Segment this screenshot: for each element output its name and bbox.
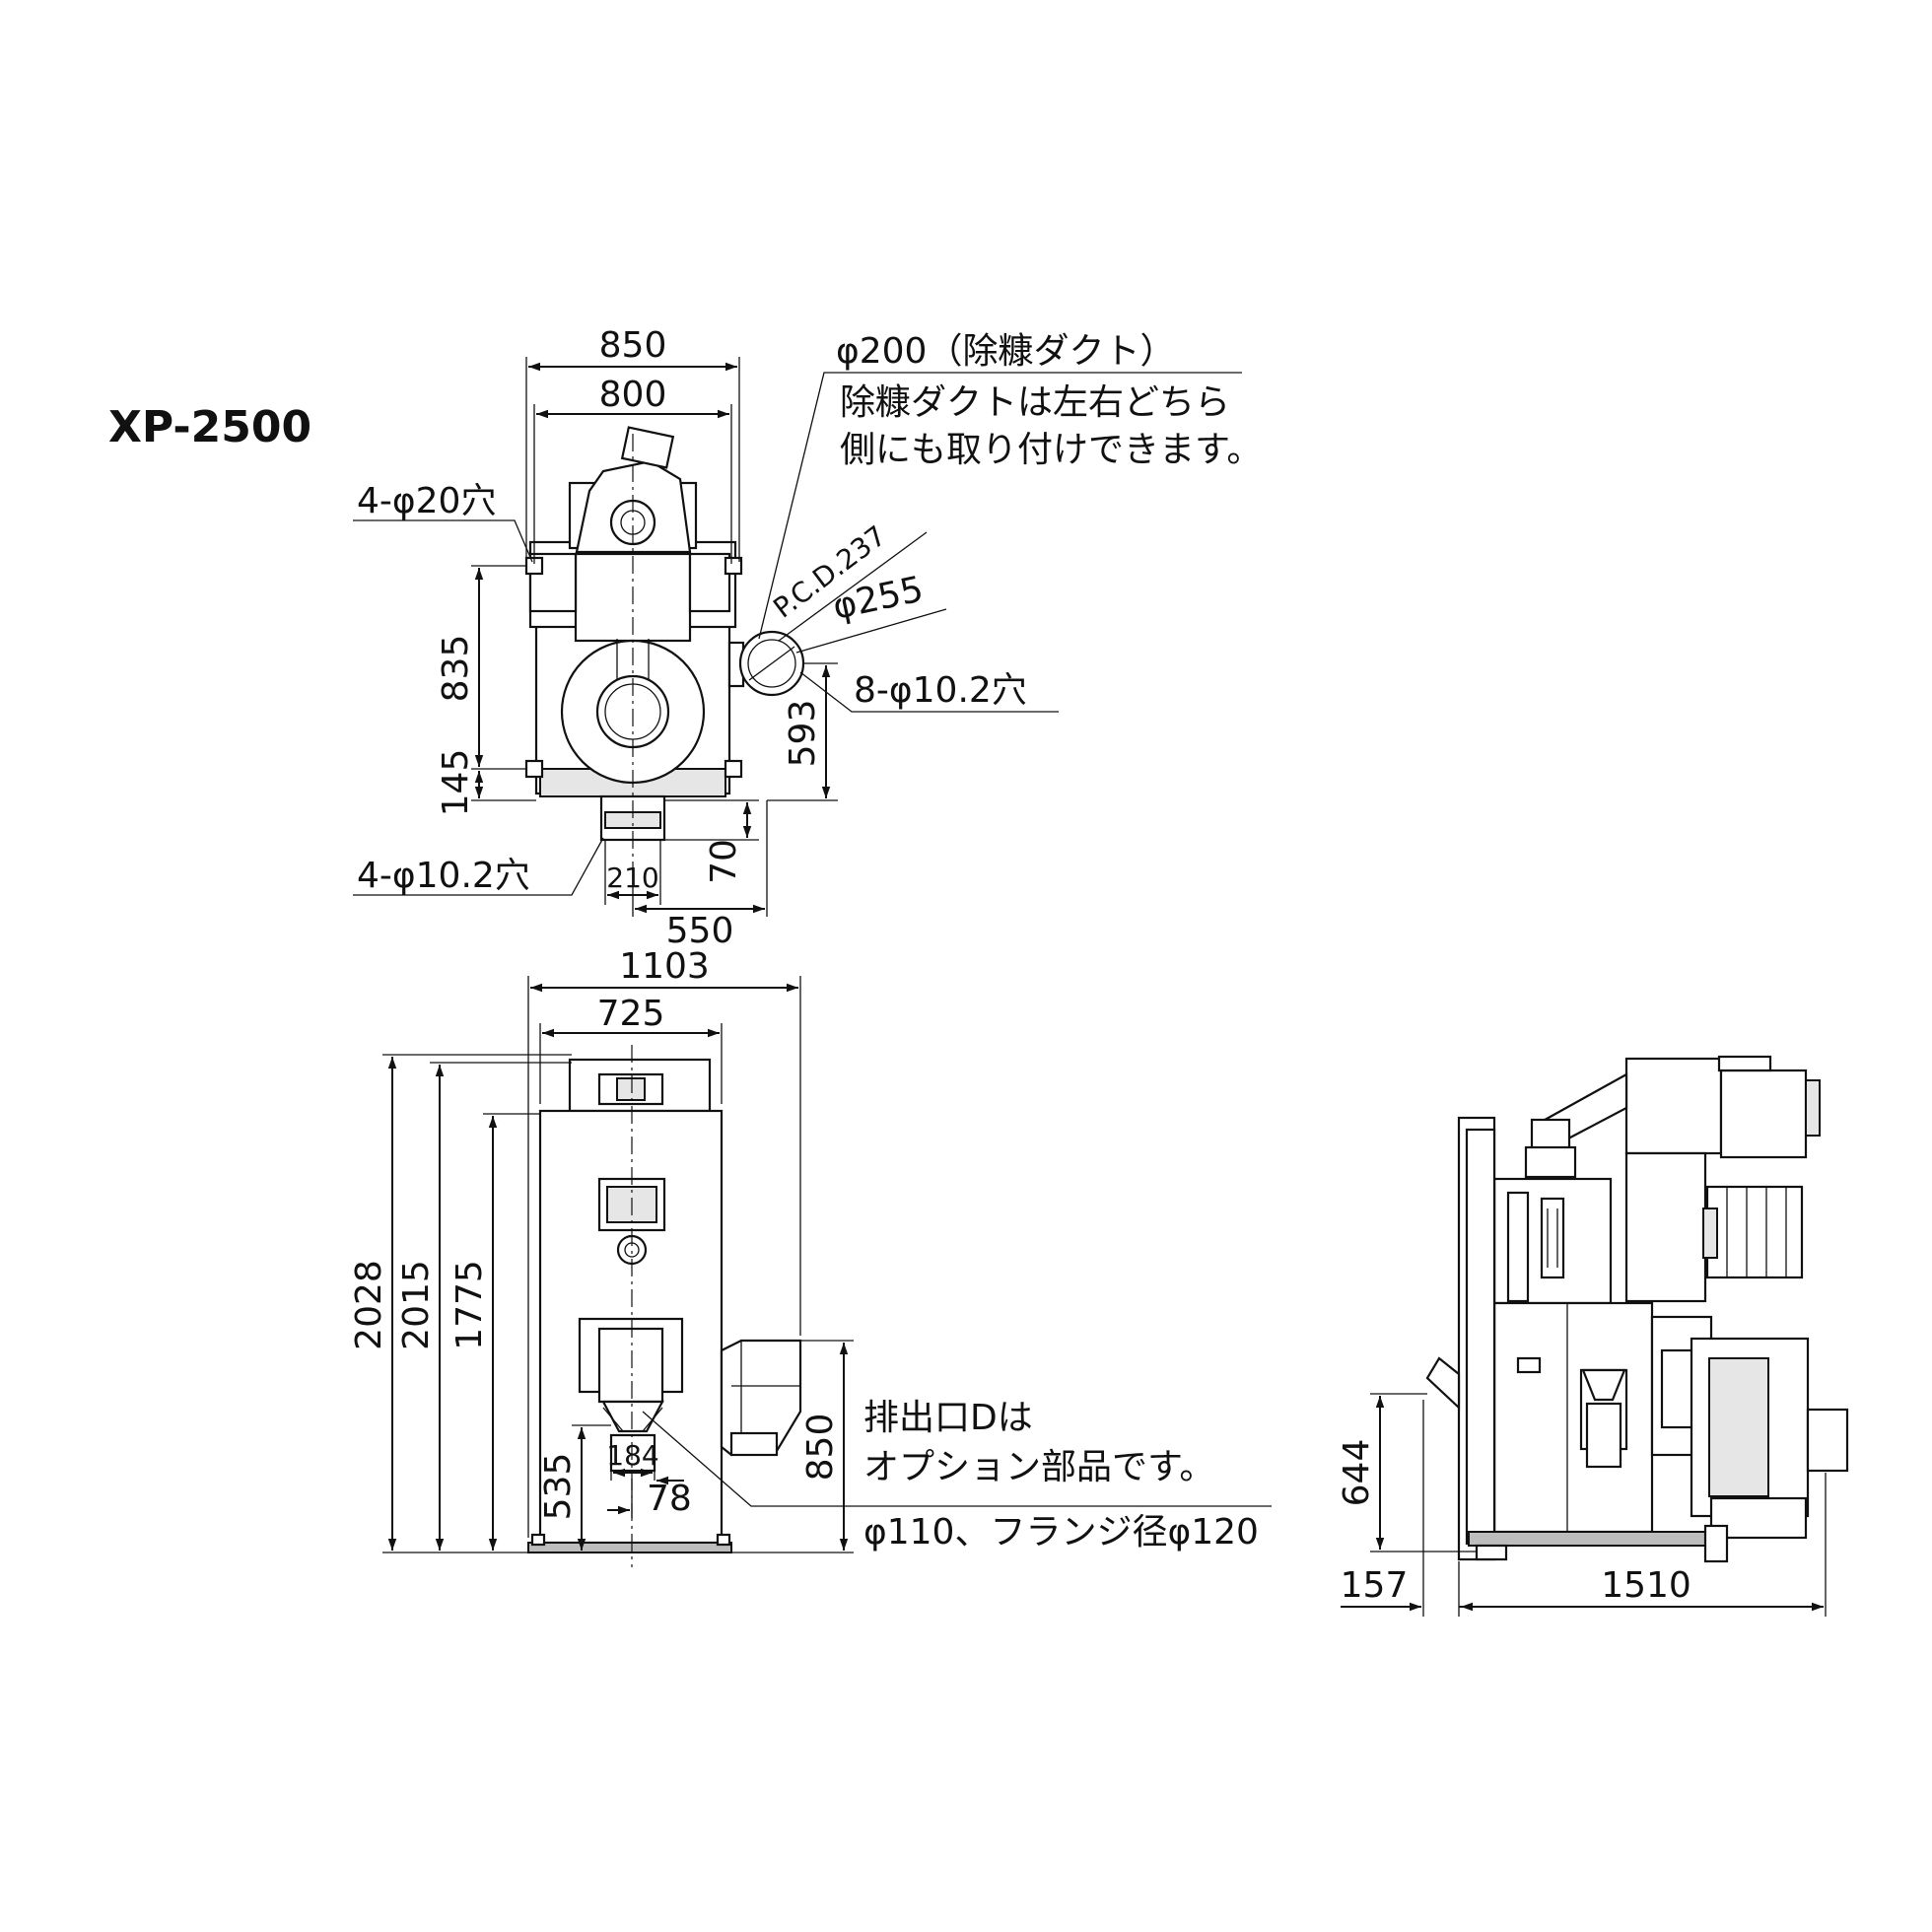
label-flange-holes: 8-φ10.2穴	[854, 670, 1027, 711]
dim-side-height-644: 644	[1337, 1439, 1377, 1507]
dim-height-2015: 2015	[396, 1260, 437, 1350]
label-outlet-holes: 4-φ10.2穴	[357, 856, 530, 896]
dim-height-1775: 1775	[449, 1260, 490, 1350]
label-outlet-note-line1: 排出口Dは	[863, 1398, 1033, 1438]
label-duct-spec: φ200（除糠ダクト）	[836, 331, 1175, 372]
dim-outlet-depth-550: 550	[666, 911, 734, 951]
dim-duct-height-850: 850	[800, 1414, 841, 1482]
dim-width-850: 850	[599, 325, 667, 366]
side-view: 644 157 1510	[1337, 1055, 1849, 1617]
label-duct-note-line2: 側にも取り付けできます。	[840, 430, 1262, 470]
label-mount-holes: 4-φ20穴	[357, 481, 496, 521]
dim-outlet-height-535: 535	[538, 1453, 579, 1521]
dim-height-2028: 2028	[349, 1260, 389, 1350]
dim-width-800: 800	[599, 375, 667, 415]
model-label: XP-2500	[108, 402, 311, 452]
dim-outlet-offset-78: 78	[647, 1479, 692, 1519]
label-duct-note-line1: 除糠ダクトは左右どちら	[840, 382, 1230, 423]
dim-side-length-1510: 1510	[1601, 1565, 1691, 1606]
dim-height-145: 145	[436, 749, 476, 817]
dim-duct-height-593: 593	[783, 700, 823, 768]
label-outlet-note-line2: オプション部品です。	[863, 1447, 1214, 1487]
side-view-machine	[1425, 1055, 1849, 1563]
front-view-machine	[527, 1045, 802, 1567]
dim-width-725: 725	[597, 994, 665, 1034]
dim-outlet-offset-70: 70	[704, 839, 744, 884]
top-view: 850 800 4-φ20穴 835 145 4-φ10.2穴 210 70	[353, 325, 1262, 951]
dim-outlet-width-184: 184	[606, 1439, 658, 1472]
front-view: 1103 725 2028 2015 1775 850 535 184	[349, 946, 1272, 1567]
top-view-machine	[524, 426, 805, 887]
dim-side-offset-157: 157	[1341, 1565, 1409, 1606]
dim-width-1103: 1103	[619, 946, 710, 987]
dim-height-835: 835	[436, 635, 476, 703]
label-outlet-spec: φ110、フランジ径φ120	[863, 1512, 1259, 1552]
